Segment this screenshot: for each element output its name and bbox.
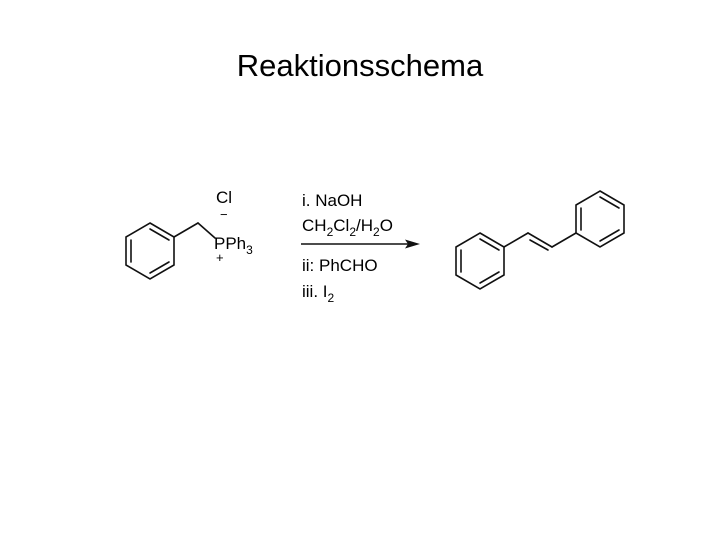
chloride-label: Cl <box>216 188 232 207</box>
product-ring-right <box>575 190 625 248</box>
reaction-arrow <box>301 239 420 249</box>
product-vinyl-double-bond <box>503 232 577 251</box>
condition-step-1: i. NaOH <box>302 191 362 210</box>
condition-step-3: iii. I2 <box>302 282 335 305</box>
product-ring-left <box>455 232 505 290</box>
slide-title: Reaktionsschema <box>236 48 484 83</box>
condition-step-2: ii: PhCHO <box>302 256 378 275</box>
reactant-methylene-bond <box>173 222 216 239</box>
condition-solvent: CH2Cl2/H2O <box>302 216 393 239</box>
phosphonium-charge: + <box>216 250 224 265</box>
chloride-charge: − <box>220 207 228 222</box>
reactant-benzyl-ring <box>125 222 175 280</box>
phosphonium-label: PPh3 <box>214 234 253 257</box>
